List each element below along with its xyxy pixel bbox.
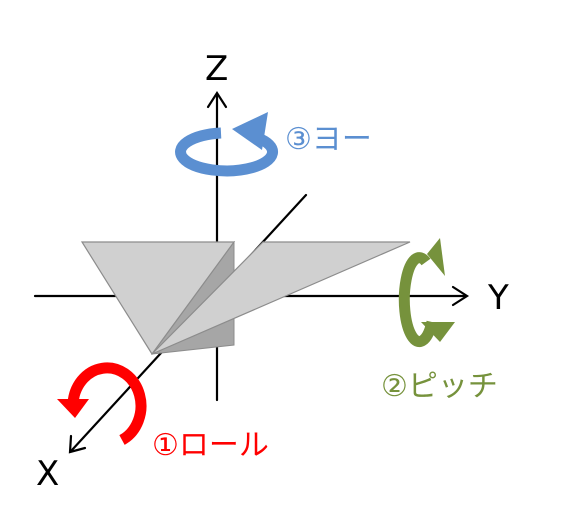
roll-rotation-arrow-icon — [57, 362, 147, 445]
yaw-label: ③ヨー — [285, 122, 372, 157]
pitch-label: ②ピッチ — [381, 369, 498, 404]
paper-airplane — [80, 240, 411, 356]
roll-label: ①ロール — [152, 428, 269, 463]
z-axis-label: Z — [205, 49, 228, 89]
airplane-left-wing — [80, 241, 236, 356]
yaw-rotation-arrow-icon — [175, 112, 279, 177]
pitch-rotation-arrow-icon — [398, 238, 455, 348]
x-axis-label: X — [36, 454, 59, 494]
y-axis-label: Y — [487, 278, 509, 318]
airplane-right-wing — [151, 241, 411, 355]
